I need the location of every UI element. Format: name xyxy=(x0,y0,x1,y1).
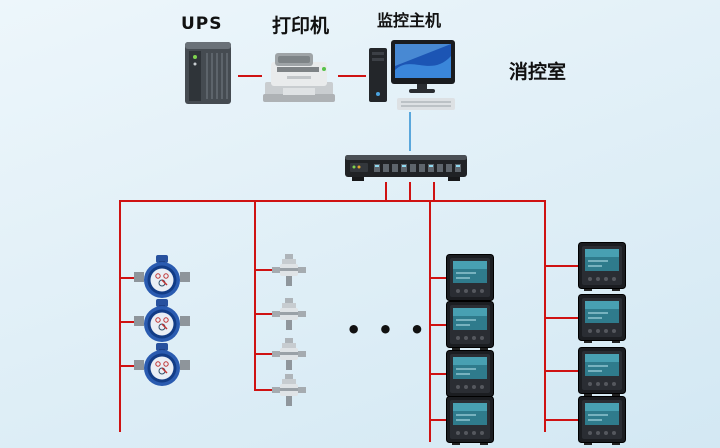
power-meter-icon xyxy=(578,242,626,292)
power-meter-icon xyxy=(578,347,626,397)
power-meter-icon xyxy=(446,254,494,304)
power-meter-icon xyxy=(446,301,494,351)
valve-sensor-icon xyxy=(272,338,306,372)
monitor-host-label: 监控主机 xyxy=(377,11,442,30)
control-room-label: 消控室 xyxy=(509,61,567,83)
valve-sensor-icon xyxy=(272,254,306,288)
power-meter-icon xyxy=(578,396,626,446)
water-meter-icon xyxy=(134,342,190,388)
printer-icon xyxy=(261,50,337,106)
ups-label: UPS xyxy=(181,14,223,34)
ellipsis: • • • xyxy=(346,316,429,344)
desktop-computer-icon xyxy=(367,38,461,114)
power-meter-icon xyxy=(446,350,494,400)
printer-label: 打印机 xyxy=(272,15,330,37)
power-meter-icon xyxy=(446,396,494,446)
water-meter-icon xyxy=(134,298,190,344)
water-meter-icon xyxy=(134,254,190,300)
rack-switch-icon xyxy=(344,150,468,184)
ups-tower-icon xyxy=(183,40,233,106)
valve-sensor-icon xyxy=(272,298,306,332)
valve-sensor-icon xyxy=(272,374,306,408)
power-meter-icon xyxy=(578,294,626,344)
